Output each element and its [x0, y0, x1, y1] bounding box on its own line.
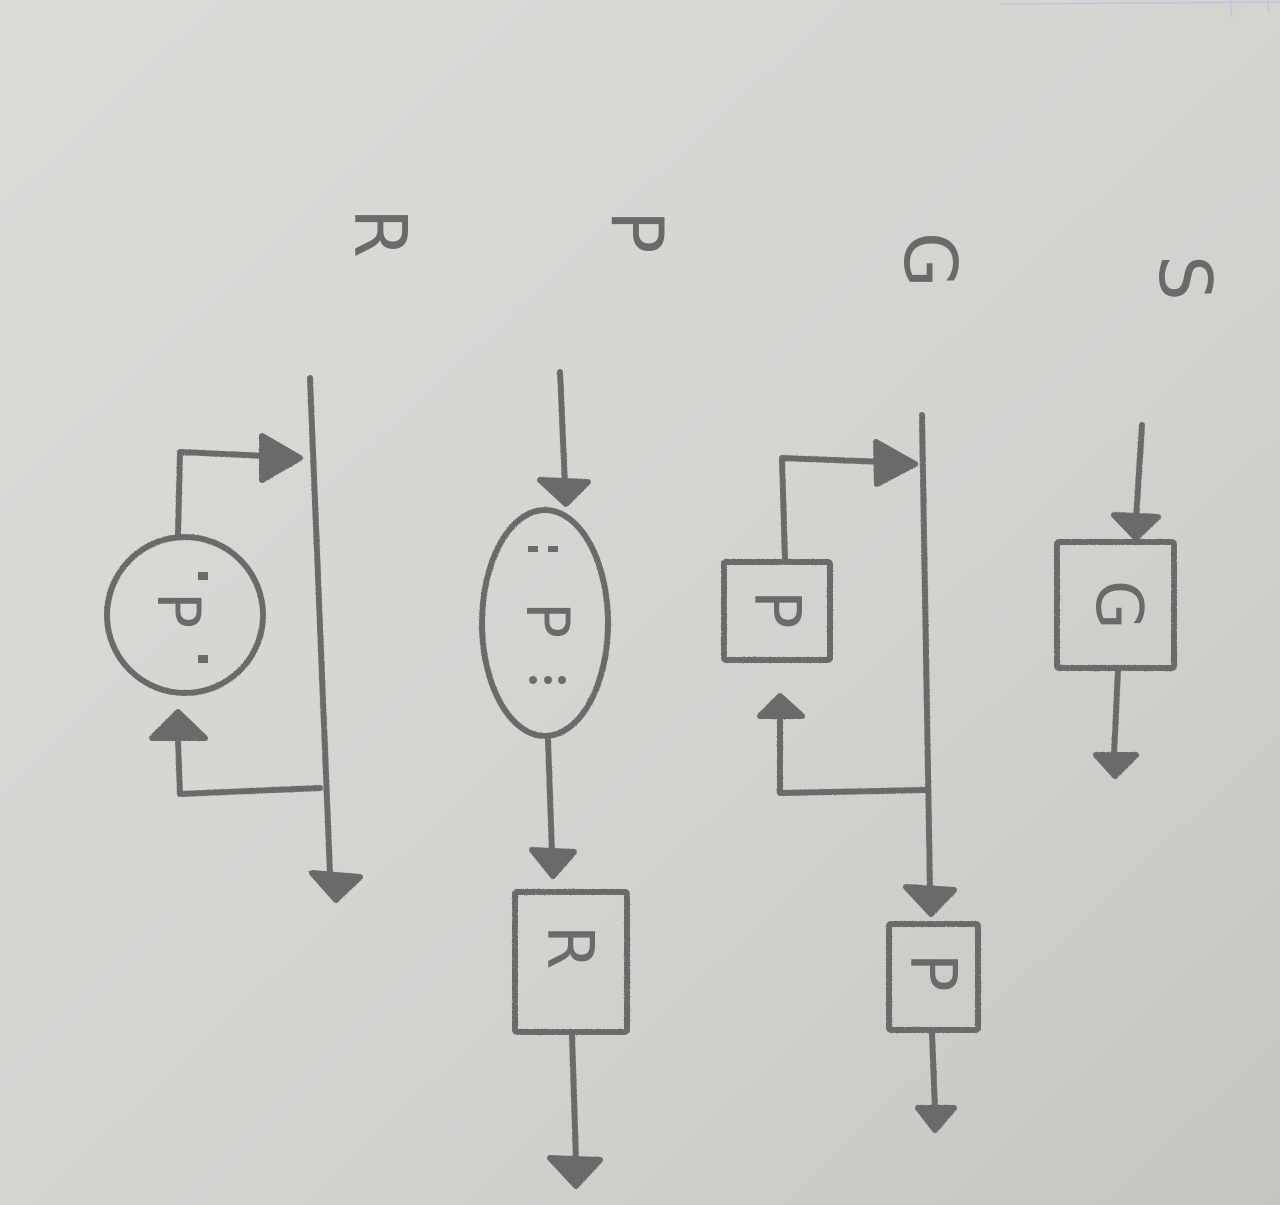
- g-main-arrowhead: [903, 884, 957, 917]
- block-label-g-p2: P: [895, 953, 969, 992]
- block-label-r-circle: P: [143, 592, 213, 628]
- block-label-g-p1: P: [739, 590, 813, 629]
- decorative-dots: [198, 546, 566, 684]
- r-main-arrowhead: [309, 870, 363, 903]
- r-branch-bottom: [175, 737, 323, 797]
- block-g-p1: [721, 559, 833, 663]
- g-output-line: [929, 1030, 938, 1113]
- block-s-g: [1054, 539, 1177, 671]
- p-final-line: [569, 1032, 579, 1163]
- row-label-r: R: [338, 208, 422, 258]
- g-branch-top: [779, 455, 888, 563]
- g-branch-top-arrowhead: [873, 439, 918, 487]
- s-input-arrowhead: [1111, 512, 1161, 541]
- s-input-line: [1133, 422, 1145, 523]
- g-branch-bottom-arrowhead: [757, 693, 805, 719]
- r-main-line: [307, 375, 333, 877]
- g-output-arrowhead: [915, 1105, 957, 1133]
- block-p-ellipse: [479, 507, 611, 739]
- p-output-line: [545, 737, 555, 855]
- row-g: [721, 412, 981, 1133]
- s-output-arrowhead: [1093, 752, 1139, 779]
- r-branch-top: [175, 449, 269, 538]
- block-r-circle: [104, 534, 266, 696]
- g-branch-bottom: [777, 712, 928, 796]
- block-p-r: [512, 889, 630, 1035]
- p-output-arrowhead: [529, 847, 577, 879]
- grid-lines: [999, 0, 1280, 19]
- block-g-p2: [886, 921, 981, 1033]
- block-label-s-g: G: [1081, 580, 1155, 630]
- r-branch-top-arrowhead: [259, 433, 303, 483]
- g-main-line: [919, 412, 933, 893]
- row-p: [479, 369, 630, 1189]
- row-label-g: G: [888, 232, 972, 288]
- p-input-arrowhead: [537, 477, 591, 507]
- row-s: [1054, 422, 1177, 779]
- r-branch-bottom-arrowhead: [149, 709, 208, 741]
- row-r: [104, 375, 363, 903]
- row-label-p: P: [595, 210, 679, 253]
- row-label-s: S: [1143, 255, 1227, 301]
- block-label-p-r: R: [532, 925, 606, 969]
- block-label-p-ellipse: P: [512, 602, 582, 638]
- p-input-line: [557, 369, 568, 488]
- s-output-line: [1111, 667, 1121, 758]
- p-final-arrowhead: [547, 1155, 603, 1189]
